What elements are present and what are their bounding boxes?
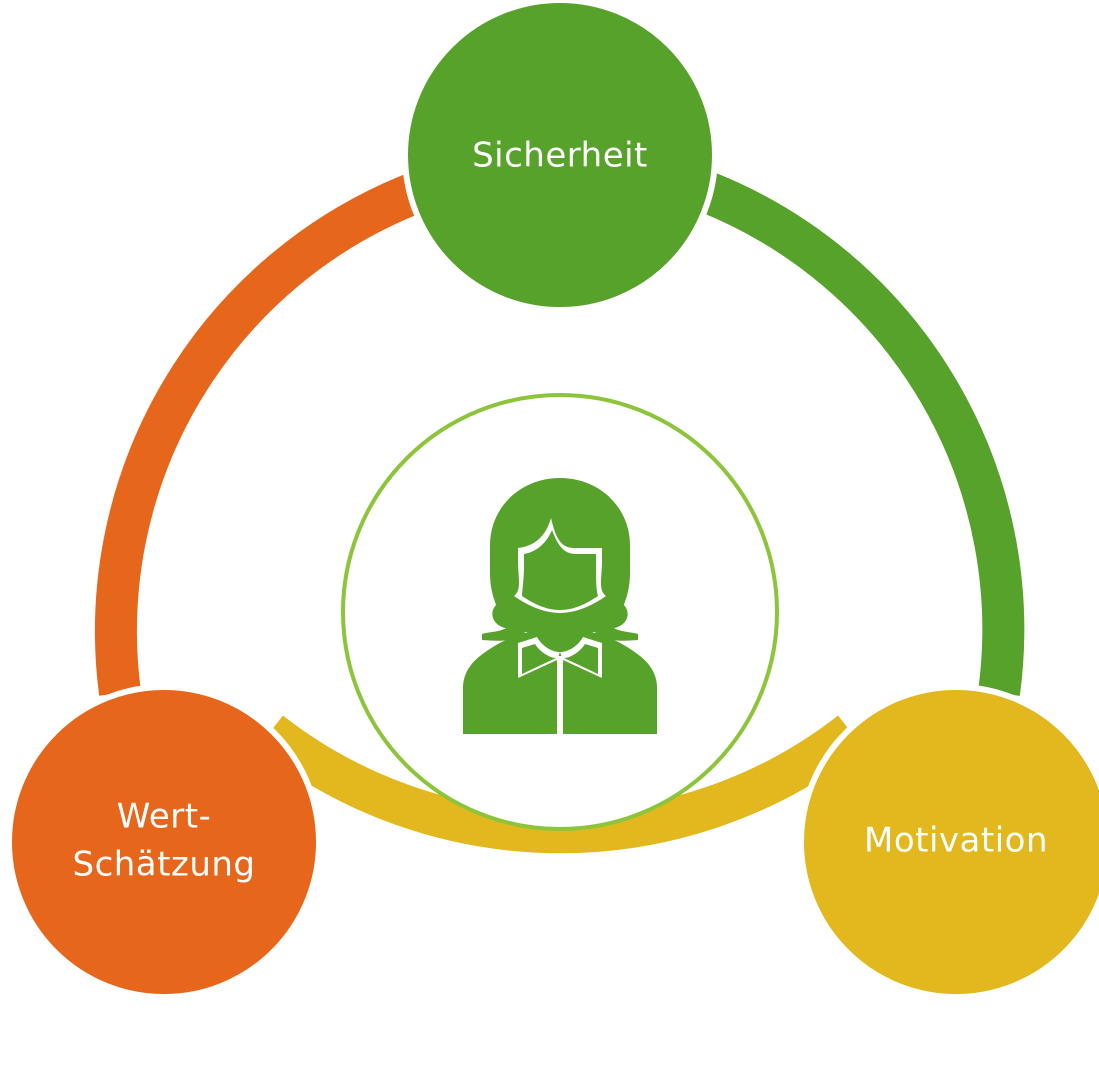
collar-inner-right: [564, 644, 598, 674]
node-sicherheit-circle: [402, 0, 718, 313]
node-sicherheit: Sicherheit: [402, 0, 718, 313]
arc-orange: [95, 172, 425, 696]
arc-green: [699, 172, 1025, 696]
face-fill: [522, 530, 598, 610]
node-motivation-label: Motivation: [864, 821, 1048, 861]
node-wertschaetzung-label-line1: Wert-: [117, 797, 212, 837]
node-motivation: Motivation: [798, 684, 1099, 1000]
node-wertschaetzung-label-line2: Schätzung: [72, 845, 255, 885]
woman-person-icon: [463, 478, 657, 736]
collar-inner-left: [522, 644, 556, 674]
node-motivation-circle: [798, 684, 1099, 1000]
arc-yellow: [257, 715, 864, 854]
node-sicherheit-label: Sicherheit: [472, 136, 648, 176]
node-wertschaetzung-circle: [6, 684, 322, 1000]
body-center-line: [557, 656, 563, 736]
node-wertschaetzung: Wert- Schätzung: [6, 684, 322, 1000]
